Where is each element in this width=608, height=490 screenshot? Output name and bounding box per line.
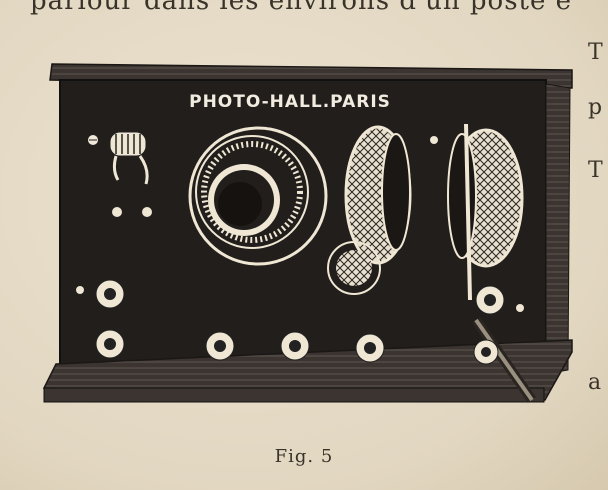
coil xyxy=(88,131,152,217)
figure-caption: Fig. 5 xyxy=(274,446,334,467)
honeycomb-coil-right xyxy=(447,123,537,403)
margin-letter: a xyxy=(588,370,602,395)
margin-letter: T xyxy=(588,158,603,183)
honeycomb-coil-left xyxy=(327,125,412,295)
tuning-dial xyxy=(188,126,328,266)
margin-letter: T xyxy=(588,40,603,65)
cabinet-side xyxy=(545,83,571,375)
page-top-text: parlour dans les environs d'un poste e xyxy=(30,0,573,16)
terminals xyxy=(76,136,524,365)
margin-letter: p xyxy=(588,95,603,120)
brand-label: PHOTO-HALL.PARIS xyxy=(189,92,391,112)
